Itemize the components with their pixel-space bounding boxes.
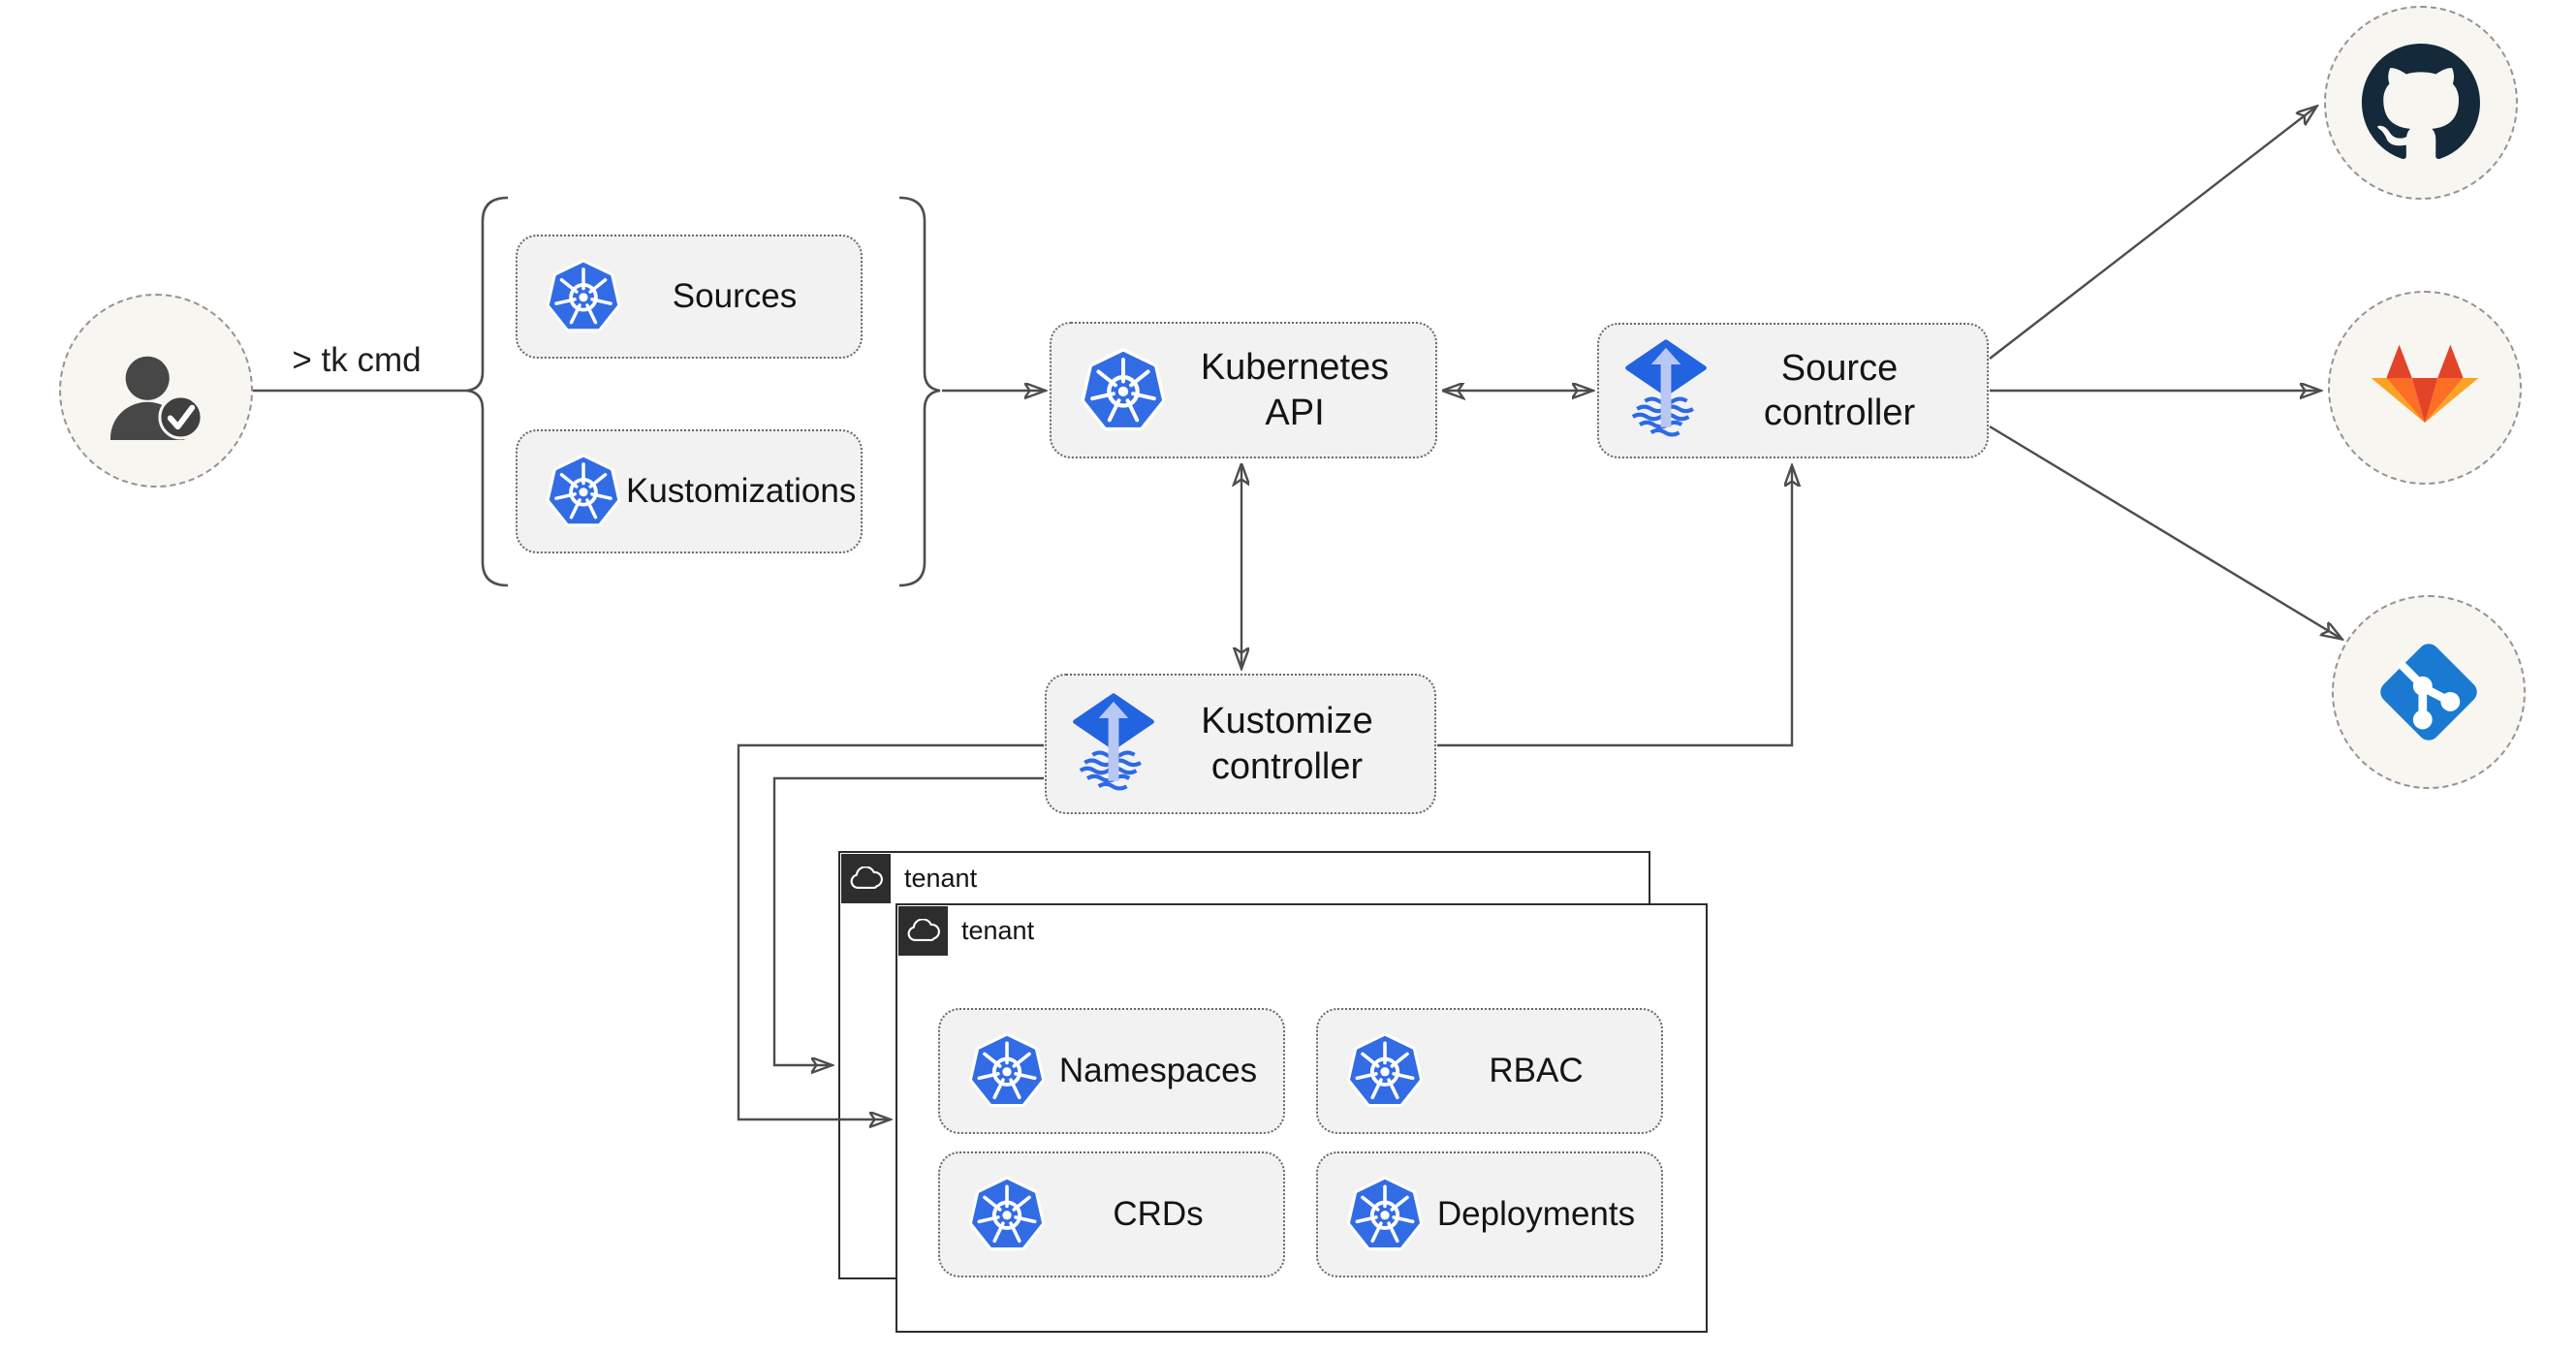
kubernetes-icon (963, 1027, 1051, 1115)
kustomizations-label: Kustomizations (626, 471, 857, 510)
gitlab-icon (2371, 344, 2479, 423)
kustomizations-node: Kustomizations (516, 429, 863, 553)
github-node (2324, 6, 2518, 200)
cloud-icon (841, 854, 891, 903)
kubernetes-api-label: Kubernetes API (1200, 347, 1390, 433)
kubernetes-icon (1341, 1171, 1429, 1258)
rbac-node: RBAC (1316, 1008, 1663, 1134)
tenant-container-front: tenant Namespaces RBAC CRDs Deployments (895, 903, 1708, 1333)
kubernetes-icon (963, 1171, 1051, 1258)
source-controller-label: Source controller (1763, 347, 1916, 433)
sources-node: Sources (516, 235, 863, 359)
edge-kustomize-to-source-controller (1437, 466, 1792, 747)
group-bracket-left (466, 196, 509, 587)
gitlab-node (2328, 291, 2522, 485)
tenant-back-label: tenant (904, 864, 978, 893)
tk-cmd-label: > tk cmd (292, 341, 422, 379)
crds-label: CRDs (1113, 1194, 1204, 1233)
group-bracket-right (898, 196, 941, 587)
source-controller-node: Source controller (1597, 323, 1989, 458)
user-check-icon (110, 356, 204, 440)
kubernetes-icon (541, 449, 626, 534)
kustomize-controller-label: Kustomize controller (1201, 701, 1373, 787)
edge-source-controller-to-github (1989, 107, 2316, 360)
user-node (59, 294, 253, 488)
kubernetes-icon (1341, 1027, 1429, 1115)
tenant-front-label: tenant (961, 916, 1035, 945)
namespaces-node: Namespaces (938, 1008, 1285, 1134)
kustomize-controller-node: Kustomize controller (1045, 674, 1436, 814)
cloud-icon (898, 906, 948, 956)
deployments-node: Deployments (1316, 1151, 1663, 1277)
kubernetes-icon (541, 254, 626, 339)
git-icon (2380, 644, 2477, 741)
rbac-label: RBAC (1489, 1051, 1584, 1089)
kubernetes-api-node: Kubernetes API (1050, 322, 1437, 458)
git-node (2332, 595, 2526, 789)
crds-node: CRDs (938, 1151, 1285, 1277)
sources-label: Sources (672, 276, 798, 315)
kubernetes-icon (1075, 342, 1172, 439)
edge-source-controller-to-git (1989, 425, 2341, 639)
namespaces-label: Namespaces (1058, 1051, 1258, 1089)
github-icon (2362, 44, 2480, 159)
flux-icon (1070, 689, 1157, 800)
deployments-label: Deployments (1436, 1194, 1636, 1233)
flux-icon (1622, 335, 1710, 446)
